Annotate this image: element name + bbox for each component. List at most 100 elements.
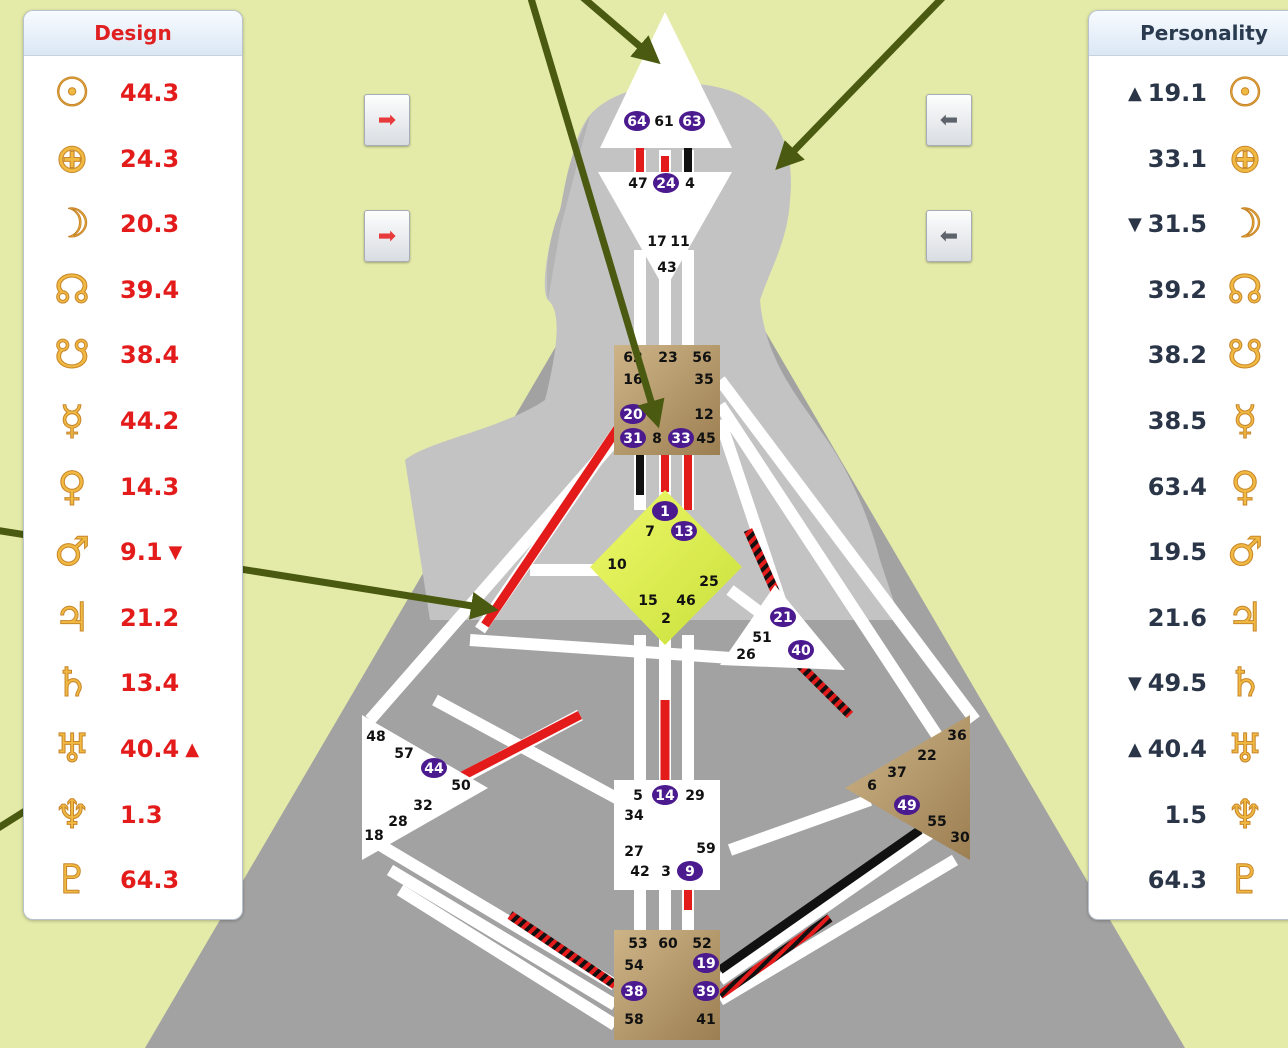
design-row: ♂ 9.1▼	[24, 522, 242, 582]
retrograde-marker: ▼	[168, 542, 183, 564]
personality-value-text: 63.4	[1147, 472, 1207, 501]
saturn-icon: ♄	[54, 660, 91, 707]
sun-icon: ☉	[1227, 70, 1264, 117]
design-row: ☿ 44.2	[24, 391, 242, 451]
pluto-icon: ♇	[1227, 857, 1264, 904]
gate-sacral-9: 9	[685, 864, 695, 880]
active-gate-marker	[679, 111, 705, 131]
design-value: 24.3	[120, 145, 185, 173]
personality-row: ♇64.3	[1089, 850, 1288, 910]
gate-root-58: 58	[624, 1012, 643, 1028]
design-row: ☋38.4	[24, 325, 242, 385]
personality-value-text: 38.5	[1147, 407, 1207, 435]
design-value-text: 64.3	[120, 866, 180, 895]
arrow-left-icon: ⬅	[939, 223, 959, 249]
design-value-text: 44.2	[120, 407, 180, 435]
gate-throat-33: 33	[671, 431, 690, 447]
personality-value-text: 40.4	[1147, 735, 1207, 763]
gate-throat-12: 12	[694, 407, 713, 423]
personality-prev-button-2[interactable]: ⬅	[926, 210, 972, 262]
design-value: 21.2	[120, 604, 185, 632]
design-value-text: 21.2	[120, 603, 180, 632]
personality-row: ♂19.5	[1089, 522, 1288, 582]
gate-throat-56: 56	[692, 350, 711, 366]
gate-spleen-50: 50	[451, 778, 471, 794]
personality-row: ♄ ▼49.5	[1089, 653, 1288, 713]
mercury-icon: ☿	[59, 398, 85, 445]
gate-g-center-7: 7	[645, 524, 655, 540]
design-row: ♃ 21.2	[24, 588, 242, 648]
solar-plexus-center	[845, 715, 970, 860]
earth-icon: ⊕	[55, 135, 90, 182]
personality-value-text: 39.2	[1147, 275, 1207, 304]
design-row: ⊕ 24.3	[24, 129, 242, 189]
design-value-text: 39.4	[120, 275, 180, 304]
channel-activations	[442, 148, 923, 999]
personality-value-text: 19.1	[1147, 79, 1207, 107]
design-value-text: 24.3	[120, 144, 180, 173]
gate-spleen-18: 18	[364, 828, 383, 844]
design-row: ♅40.4▲	[24, 719, 242, 779]
gate-solar-plexus-36: 36	[947, 728, 966, 744]
gate-g-center-25: 25	[699, 574, 718, 590]
gate-throat-20: 20	[623, 407, 643, 423]
personality-value-text: 49.5	[1147, 669, 1207, 698]
active-gate-marker	[693, 981, 719, 1001]
personality-row: ☊39.2	[1089, 260, 1288, 320]
saturn-icon: ♄	[1227, 660, 1264, 707]
gate-solar-plexus-22: 22	[917, 748, 936, 764]
design-value: 44.3	[120, 79, 185, 107]
north-node-icon: ☊	[54, 266, 91, 313]
personality-value: 19.5	[1142, 538, 1207, 566]
arrow-right-icon: ➡	[377, 107, 397, 133]
spleen-center	[362, 715, 488, 860]
gate-head-63: 63	[682, 114, 701, 130]
retrograde-marker: ▲	[185, 739, 200, 760]
active-gate-marker	[652, 501, 678, 521]
venus-icon: ♀	[57, 463, 87, 510]
design-next-button[interactable]: ➡	[364, 94, 410, 146]
design-value: 14.3	[120, 473, 185, 501]
earth-icon: ⊕	[1228, 135, 1263, 182]
gate-sacral-3: 3	[661, 864, 671, 880]
design-row: ♇64.3	[24, 850, 242, 910]
gate-heart-51: 51	[752, 630, 771, 646]
gate-ajna-47: 47	[628, 176, 647, 192]
design-value: 9.1▼	[120, 538, 182, 566]
gate-spleen-48: 48	[366, 729, 385, 745]
jupiter-icon: ♃	[1227, 594, 1264, 641]
gate-throat-45: 45	[696, 431, 715, 447]
personality-value-text: 1.5	[1164, 800, 1207, 829]
personality-value: ▲19.1	[1128, 79, 1207, 107]
gate-solar-plexus-30: 30	[950, 830, 970, 846]
g-center	[590, 490, 742, 645]
gate-sacral-59: 59	[696, 841, 715, 857]
ajna-center	[598, 172, 732, 290]
retrograde-marker: ▲	[1127, 83, 1142, 104]
design-value: 38.4	[120, 341, 185, 369]
design-next-button-2[interactable]: ➡	[364, 210, 410, 262]
gate-solar-plexus-55: 55	[927, 814, 946, 830]
personality-value: 39.2	[1142, 276, 1207, 304]
gate-spleen-44: 44	[424, 761, 444, 777]
retrograde-marker: ▼	[1127, 673, 1142, 695]
gate-g-center-2: 2	[661, 611, 671, 627]
gate-throat-35: 35	[694, 372, 713, 388]
jupiter-icon: ♃	[54, 594, 91, 641]
personality-value-text: 19.5	[1147, 538, 1207, 567]
gate-solar-plexus-37: 37	[887, 765, 906, 781]
gate-sacral-5: 5	[633, 788, 643, 804]
retrograde-marker: ▲	[1127, 739, 1142, 760]
mars-icon: ♂	[54, 529, 91, 576]
personality-value: 63.4	[1142, 473, 1207, 501]
personality-value: ▲40.4	[1128, 735, 1207, 763]
moon-icon: ☽	[54, 201, 91, 248]
gate-throat-23: 23	[658, 350, 677, 366]
gate-sacral-14: 14	[655, 788, 675, 804]
personality-prev-button[interactable]: ⬅	[926, 94, 972, 146]
sun-icon: ☉	[54, 70, 91, 117]
gate-g-center-13: 13	[674, 524, 693, 540]
active-gate-marker	[671, 521, 697, 541]
